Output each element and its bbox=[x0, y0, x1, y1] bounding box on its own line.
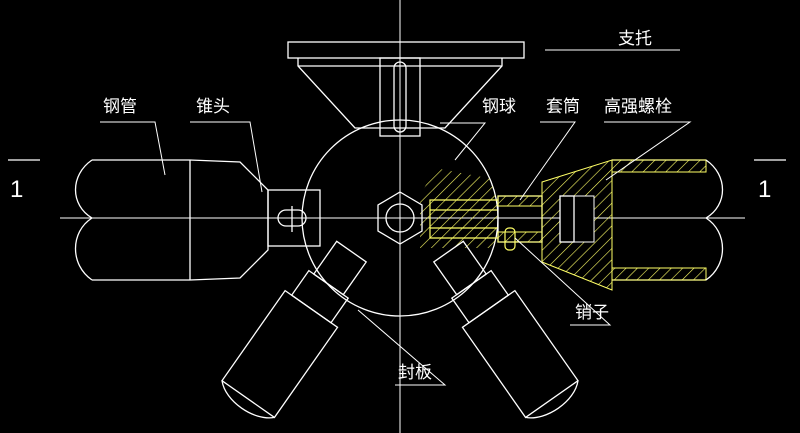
support-bracket bbox=[287, 41, 525, 137]
label-hs-bolt: 高强螺栓 bbox=[604, 97, 672, 117]
leader-lines bbox=[100, 49, 692, 386]
lower-right-pipe bbox=[432, 240, 579, 419]
label-pin: 销子 bbox=[575, 303, 609, 323]
label-steel-ball: 钢球 bbox=[482, 97, 516, 117]
label-seal-plate: 封板 bbox=[398, 363, 432, 383]
center-lines bbox=[60, 0, 745, 433]
label-support: 支托 bbox=[618, 29, 652, 49]
lower-left-pipe bbox=[221, 240, 368, 419]
center-nut bbox=[377, 191, 423, 245]
section-mark-right: 1 bbox=[754, 159, 786, 203]
label-sleeve: 套筒 bbox=[546, 97, 580, 117]
label-cone-head: 锥头 bbox=[196, 97, 230, 117]
svg-text:1: 1 bbox=[10, 176, 23, 203]
left-pipe-assembly bbox=[74, 159, 321, 281]
svg-text:1: 1 bbox=[758, 176, 771, 203]
label-steel-pipe: 钢管 bbox=[103, 97, 137, 117]
right-pipe-assembly bbox=[497, 159, 724, 291]
section-mark-left: 1 bbox=[8, 159, 40, 203]
